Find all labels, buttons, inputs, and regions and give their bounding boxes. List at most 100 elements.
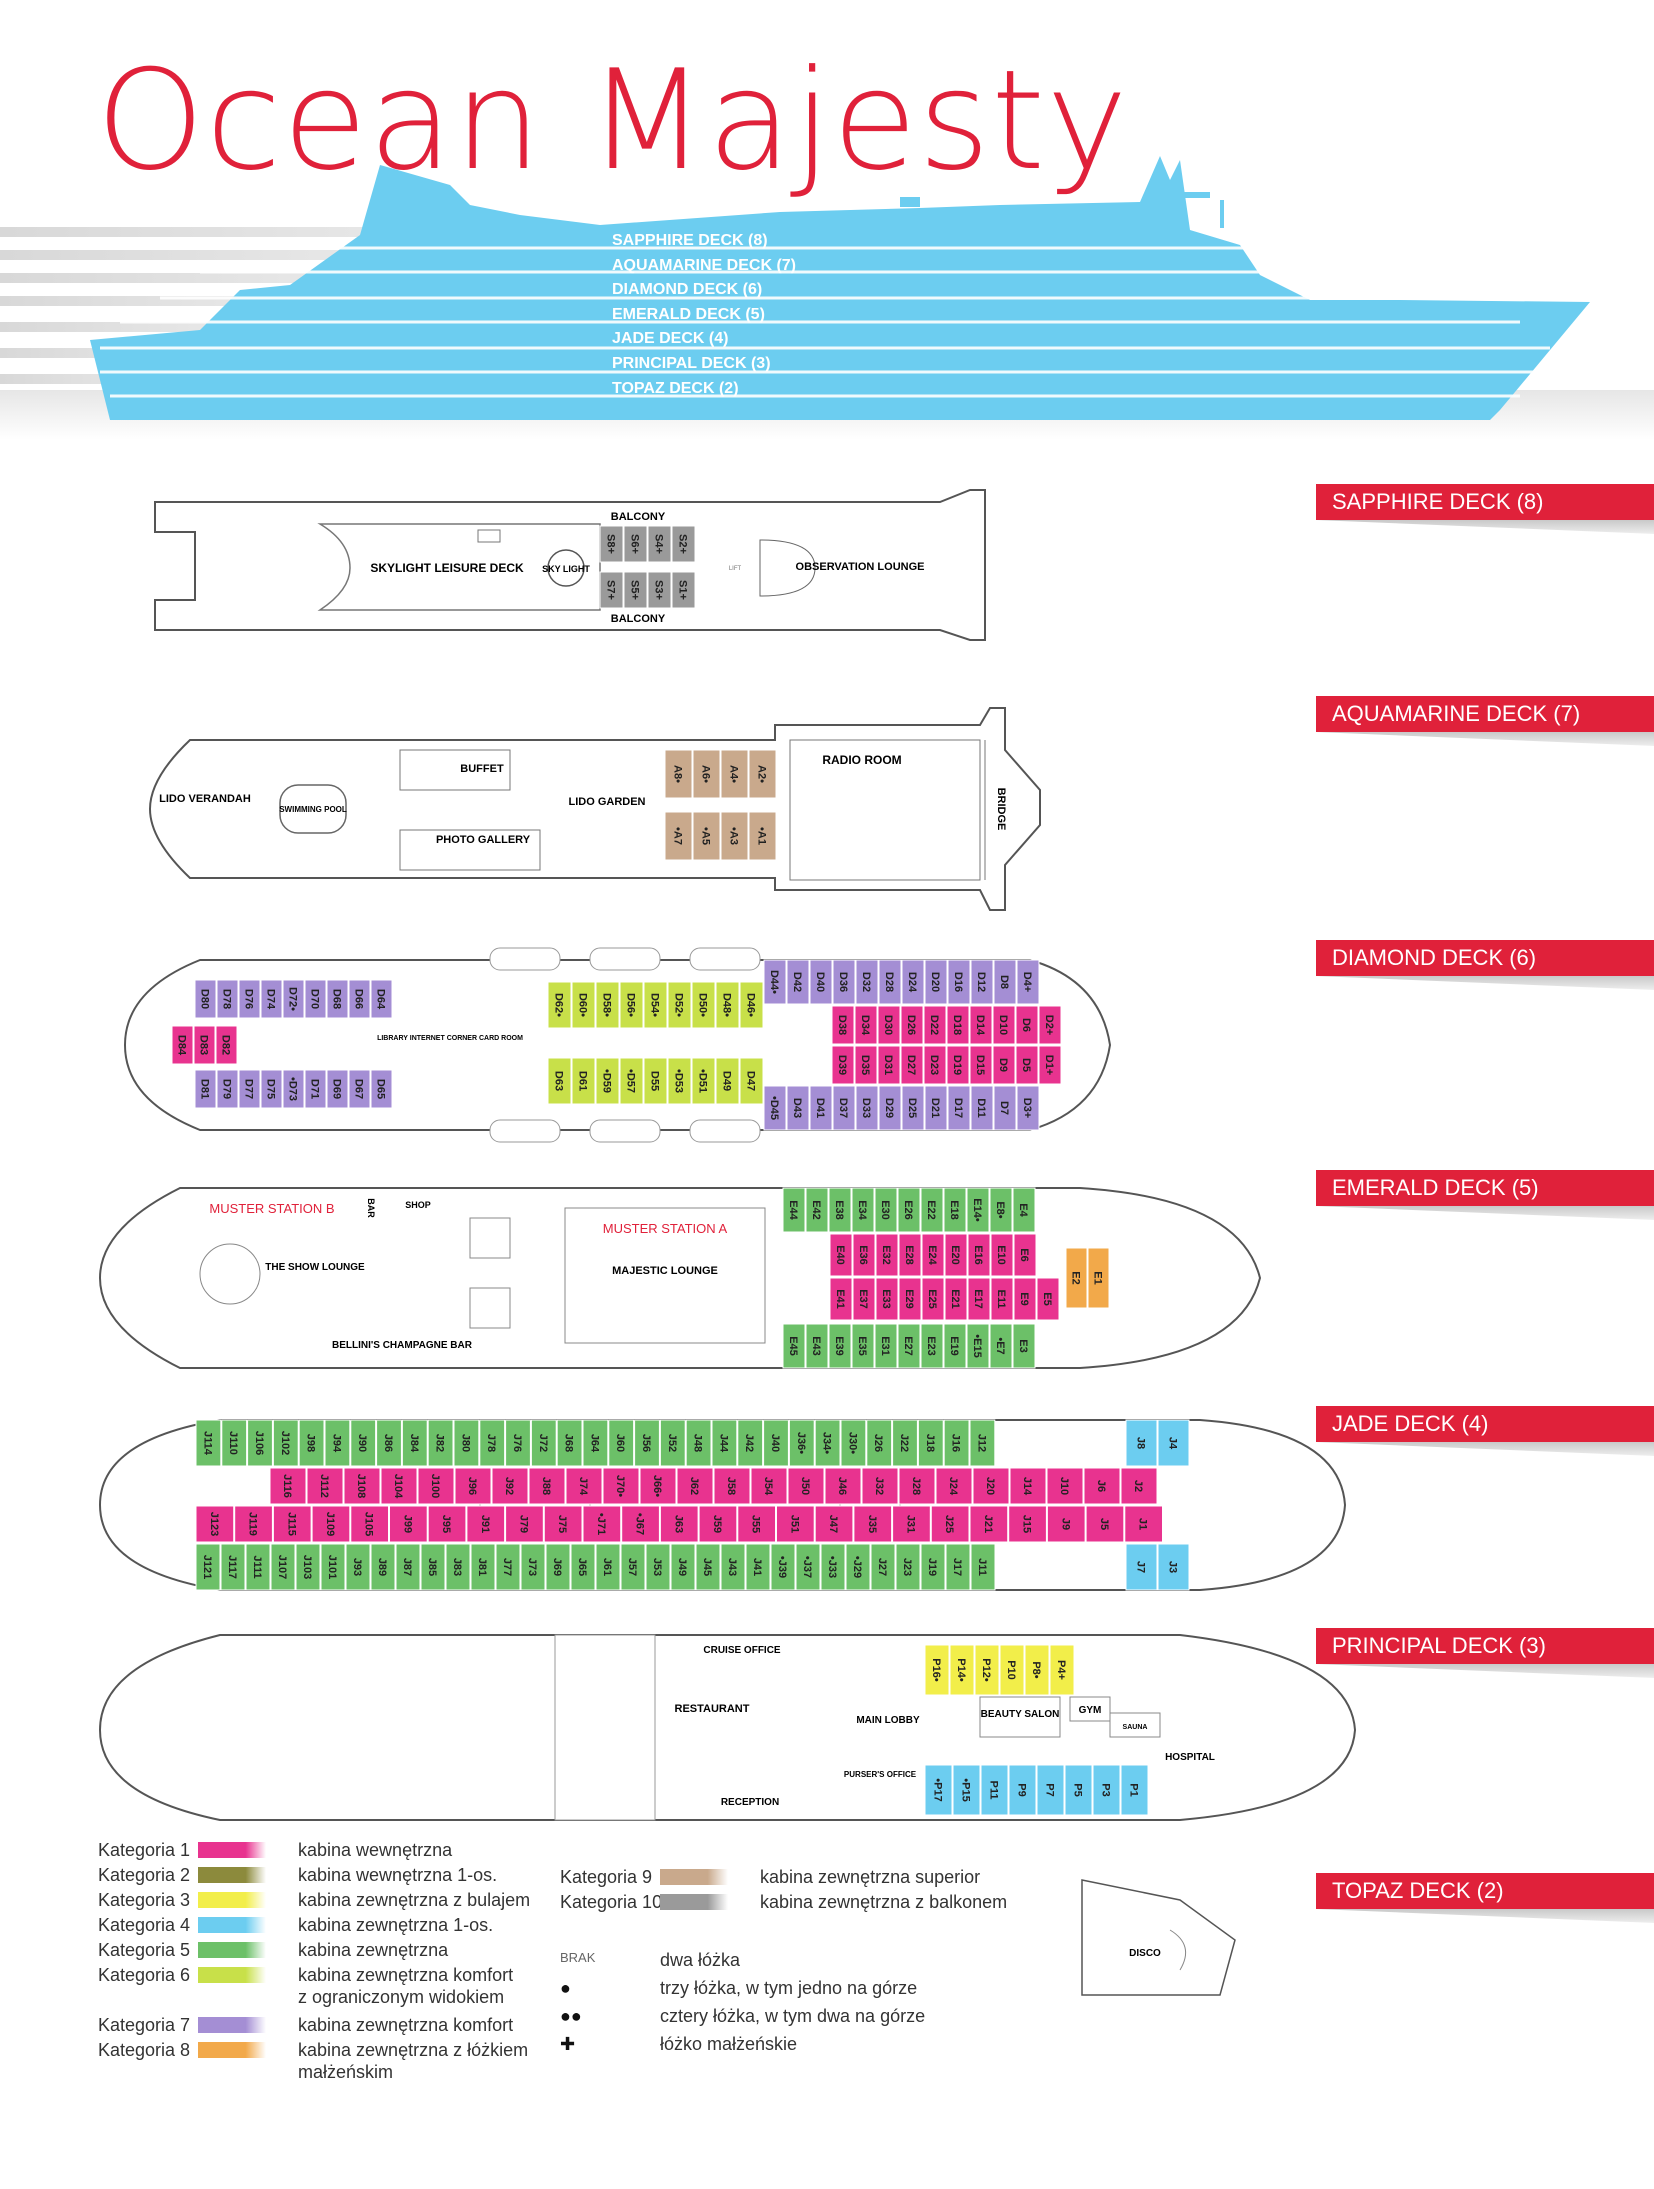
cabin-cell[interactable] (320, 1543, 346, 1591)
cabin-cell[interactable] (1012, 1323, 1036, 1369)
cabin-cell[interactable] (1083, 1467, 1121, 1505)
cabin-cell[interactable] (748, 749, 777, 799)
cabin-cell[interactable] (401, 1419, 428, 1467)
cabin-cell[interactable] (621, 1505, 660, 1543)
cabin-cell[interactable] (861, 1467, 899, 1505)
cabin-cell[interactable] (895, 1543, 921, 1591)
cabin-cell[interactable] (770, 1543, 796, 1591)
cabin-cell[interactable] (343, 1467, 381, 1505)
overview-deck-4[interactable]: JADE DECK (4) (612, 330, 729, 348)
cabin-cell[interactable] (875, 1277, 899, 1321)
cabin-cell[interactable] (737, 1505, 776, 1543)
cabin-cell[interactable] (238, 979, 261, 1019)
cabin-cell[interactable] (545, 1543, 571, 1591)
cabin-cell[interactable] (845, 1543, 871, 1591)
cabin-cell[interactable] (969, 1005, 993, 1045)
cabin-cell[interactable] (820, 1543, 846, 1591)
cabin-cell[interactable] (920, 1323, 944, 1369)
cabin-cell[interactable] (1065, 1247, 1088, 1309)
cabin-cell[interactable] (547, 1057, 572, 1105)
cabin-cell[interactable] (720, 811, 749, 861)
cabin-cell[interactable] (570, 1543, 596, 1591)
cabin-cell[interactable] (348, 1069, 371, 1109)
cabin-cell[interactable] (866, 1419, 893, 1467)
cabin-cell[interactable] (875, 1233, 899, 1277)
cabin-cell[interactable] (970, 1085, 994, 1131)
cabin-cell[interactable] (695, 1543, 721, 1591)
cabin-cell[interactable] (763, 1085, 787, 1131)
cabin-cell[interactable] (659, 1505, 699, 1543)
cabin-cell[interactable] (495, 1543, 521, 1591)
cabin-cell[interactable] (739, 1057, 764, 1105)
cabin-cell[interactable] (824, 1467, 862, 1505)
cabin-cell[interactable] (969, 1419, 996, 1467)
cabin-cell[interactable] (878, 1085, 902, 1131)
cabin-cell[interactable] (491, 1467, 529, 1505)
cabin-cell[interactable] (930, 1505, 970, 1543)
cabin-cell[interactable] (763, 1419, 789, 1467)
cabin-cell[interactable] (692, 749, 721, 799)
cabin-cell[interactable] (582, 1419, 609, 1467)
cabin-cell[interactable] (854, 1045, 878, 1085)
cabin-cell[interactable] (376, 1419, 402, 1467)
tag-emerald-deck[interactable]: EMERALD DECK (5) (1316, 1170, 1654, 1206)
overview-deck-6[interactable]: DIAMOND DECK (6) (612, 281, 763, 299)
cabin-cell[interactable] (1085, 1505, 1125, 1543)
cabin-cell[interactable] (350, 1505, 389, 1543)
cabin-cell[interactable] (260, 1069, 283, 1109)
cabin-cell[interactable] (505, 1419, 531, 1467)
cabin-cell[interactable] (571, 981, 596, 1029)
overview-deck-5[interactable]: EMERALD DECK (5) (612, 305, 765, 323)
cabin-cell[interactable] (776, 1505, 815, 1543)
cabin-cell[interactable] (924, 1085, 948, 1131)
cabin-cell[interactable] (454, 1467, 492, 1505)
cabin-cell[interactable] (221, 1419, 248, 1467)
cabin-cell[interactable] (831, 1045, 855, 1085)
cabin-cell[interactable] (1064, 1764, 1093, 1816)
tag-principal-deck[interactable]: PRINCIPAL DECK (3) (1316, 1628, 1654, 1664)
cabin-cell[interactable] (370, 1069, 393, 1109)
tag-topaz-deck[interactable]: TOPAZ DECK (2) (1316, 1873, 1654, 1909)
cabin-cell[interactable] (417, 1467, 455, 1505)
cabin-cell[interactable] (282, 1069, 305, 1109)
tag-sapphire-deck[interactable]: SAPPHIRE DECK (8) (1316, 484, 1654, 520)
cabin-cell[interactable] (1038, 1005, 1062, 1045)
cabin-cell[interactable] (1157, 1543, 1190, 1591)
cabin-cell[interactable] (993, 1085, 1017, 1131)
cabin-cell[interactable] (990, 1277, 1014, 1321)
cabin-cell[interactable] (814, 1419, 841, 1467)
cabin-cell[interactable] (643, 1057, 668, 1105)
cabin-cell[interactable] (1013, 1277, 1037, 1321)
cabin-cell[interactable] (195, 1419, 222, 1467)
cabin-cell[interactable] (245, 1543, 271, 1591)
cabin-cell[interactable] (952, 1764, 981, 1816)
cabin-cell[interactable] (311, 1505, 351, 1543)
cabin-cell[interactable] (543, 1505, 583, 1543)
cabin-cell[interactable] (1157, 1419, 1190, 1467)
cabin-cell[interactable] (852, 1277, 876, 1321)
cabin-cell[interactable] (829, 1233, 853, 1277)
cabin-cell[interactable] (966, 1323, 990, 1369)
cabin-cell[interactable] (851, 1187, 875, 1233)
cabin-cell[interactable] (737, 1419, 764, 1467)
cabin-cell[interactable] (282, 979, 305, 1019)
cabin-cell[interactable] (990, 1233, 1014, 1277)
cabin-cell[interactable] (619, 981, 644, 1029)
cabin-cell[interactable] (667, 981, 692, 1029)
cabin-cell[interactable] (698, 1505, 738, 1543)
cabin-cell[interactable] (832, 1085, 856, 1131)
cabin-cell[interactable] (966, 1187, 990, 1233)
cabin-cell[interactable] (745, 1543, 771, 1591)
cabin-cell[interactable] (345, 1543, 371, 1591)
cabin-cell[interactable] (466, 1505, 506, 1543)
cabin-cell[interactable] (171, 1025, 194, 1065)
cabin-cell[interactable] (1087, 1247, 1110, 1309)
cabin-cell[interactable] (788, 1419, 815, 1467)
overview-deck-2[interactable]: TOPAZ DECK (2) (612, 379, 739, 397)
cabin-cell[interactable] (874, 1323, 898, 1369)
cabin-cell[interactable] (370, 979, 393, 1019)
cabin-cell[interactable] (298, 1419, 325, 1467)
cabin-cell[interactable] (1124, 1505, 1164, 1543)
cabin-cell[interactable] (786, 959, 810, 1005)
cabin-cell[interactable] (1049, 1644, 1075, 1696)
